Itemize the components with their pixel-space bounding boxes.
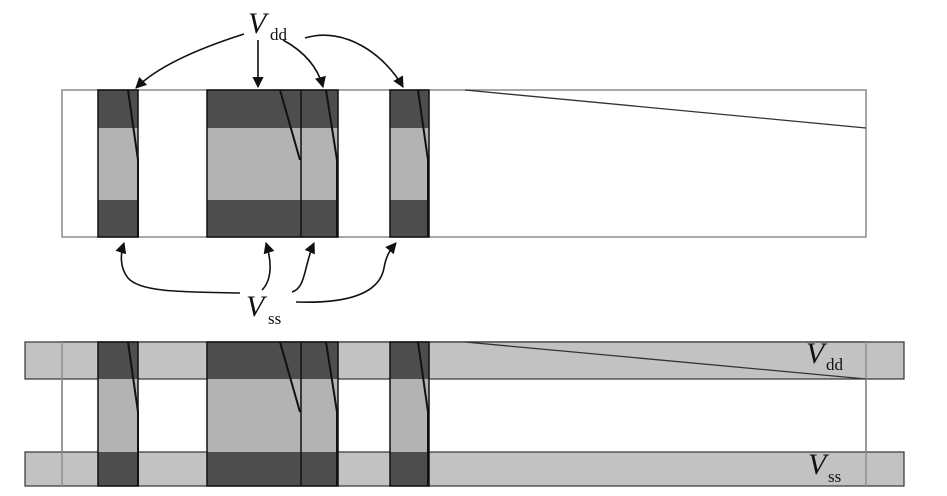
bottom-cell-1-middle-light: [98, 379, 138, 452]
top-cell-2-middle-light: [207, 128, 338, 200]
top-cell-1-slash: [127, 89, 139, 237]
bottom-cell-3-slash: [417, 341, 429, 486]
mid-vss-label: V ss: [246, 290, 281, 328]
bottom-cell-2-slash-a: [279, 341, 301, 413]
vdd-arrow-4: [304, 34, 404, 88]
rail-vdd-label: V dd: [806, 337, 844, 374]
rail-vdd-sub: dd: [826, 355, 844, 374]
bottom-cell-1: [97, 341, 139, 487]
bottom-cell-3-middle-light: [390, 379, 429, 452]
bottom-layout-diagram: V dd V ss: [24, 337, 905, 487]
vss-rail: [24, 451, 905, 487]
bottom-cell-3: [389, 341, 430, 487]
bottom-cell-2-lower-dark: [207, 452, 338, 486]
top-vdd-label: V dd: [248, 7, 288, 44]
top-cell-2: [206, 89, 339, 238]
rail-vdd-main: V: [806, 337, 828, 370]
vdd-arrow-1: [135, 33, 245, 89]
rail-vss-label: V ss: [808, 448, 841, 486]
top-layout-diagram: V dd V ss: [61, 7, 867, 328]
bottom-cell-2-upper-dark: [207, 342, 338, 379]
vss-arrow-2: [261, 241, 275, 291]
vss-arrow-3: [291, 241, 315, 293]
top-cell-3-lower-dark: [390, 200, 429, 237]
bottom-cell-1-lower-dark: [98, 452, 138, 486]
bottom-cell-2-slash-b: [325, 341, 338, 486]
vss-arrows: [115, 241, 397, 303]
top-vdd-sub: dd: [270, 25, 288, 44]
mid-vss-main: V: [246, 290, 268, 323]
top-cell-2-lower-dark: [207, 200, 338, 237]
bottom-cell-2-middle-light: [207, 379, 338, 452]
top-cell-1-middle-light: [98, 128, 138, 200]
vdd-rail: [24, 341, 905, 380]
top-vdd-main: V: [248, 7, 270, 40]
vss-arrow-4: [295, 242, 397, 303]
top-cell-3-middle-light: [390, 128, 429, 200]
bottom-cell-1-slash: [127, 341, 139, 486]
vdd-arrow-3: [282, 39, 326, 89]
top-cell-2-upper-dark: [207, 90, 338, 128]
top-cell-3: [389, 89, 430, 238]
bottom-taper-line: [464, 341, 867, 380]
top-cell-3-slash: [417, 89, 429, 237]
top-cell-2-slash-b: [325, 89, 338, 237]
top-outline-frame: [61, 89, 867, 238]
bottom-cell-3-lower-dark: [390, 452, 429, 486]
vdd-arrows: [135, 33, 404, 89]
top-cell-1-lower-dark: [98, 200, 138, 237]
rail-vss-main: V: [808, 448, 830, 481]
top-cell-1: [97, 89, 139, 238]
top-taper-line: [464, 89, 867, 129]
vss-arrow-1: [115, 241, 241, 294]
rail-vss-sub: ss: [828, 467, 841, 486]
mid-vss-sub: ss: [268, 309, 281, 328]
top-cell-2-slash-a: [279, 89, 301, 161]
bottom-cell-2: [206, 341, 339, 487]
